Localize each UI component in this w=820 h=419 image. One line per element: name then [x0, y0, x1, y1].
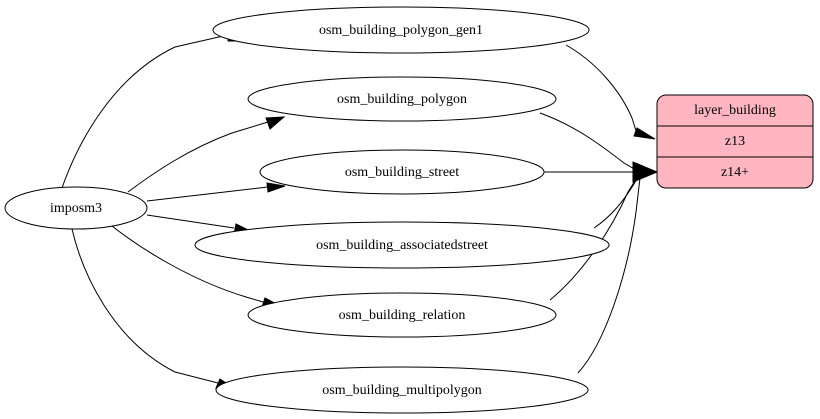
edge-imposm3-to-associatedstreet	[146, 214, 235, 229]
node-osm-building-street-label: osm_building_street	[345, 165, 459, 180]
layer-building-title: layer_building	[694, 103, 776, 118]
edge-group-source-to-tables	[61, 29, 286, 390]
edge-associatedstreet-to-z14plus	[593, 174, 640, 229]
edge-imposm3-to-polygon-gen1	[61, 33, 233, 189]
node-layer-building-box[interactable]	[656, 94, 814, 189]
node-imposm3[interactable]: imposm3	[4, 186, 148, 230]
node-osm-building-associatedstreet-label: osm_building_associatedstreet	[316, 238, 488, 253]
layer-building-row-z13[interactable]: z13	[725, 134, 745, 149]
node-osm-building-multipolygon[interactable]: osm_building_multipolygon	[215, 366, 589, 414]
node-osm-building-street-shape[interactable]	[259, 149, 545, 195]
node-osm-building-multipolygon-shape[interactable]	[215, 366, 589, 414]
node-layer-building[interactable]: layer_building z13 z14+	[656, 94, 814, 189]
edge-multipolygon-to-z14plus	[577, 177, 641, 374]
node-osm-building-associatedstreet-shape[interactable]	[194, 221, 610, 269]
arrowhead-street	[266, 182, 286, 193]
edge-imposm3-to-street	[146, 186, 269, 202]
node-osm-building-associatedstreet[interactable]: osm_building_associatedstreet	[194, 221, 610, 269]
node-osm-building-relation-label: osm_building_relation	[339, 308, 466, 323]
node-osm-building-polygon-shape[interactable]	[247, 76, 557, 122]
edge-imposm3-to-relation	[111, 225, 264, 303]
edge-imposm3-to-multipolygon	[71, 228, 219, 384]
edge-imposm3-to-polygon	[127, 121, 269, 193]
node-imposm3-shape[interactable]	[4, 186, 148, 230]
node-osm-building-polygon-gen1-label: osm_building_polygon_gen1	[319, 23, 483, 38]
node-osm-building-street[interactable]: osm_building_street	[259, 149, 545, 195]
arrowhead-polygon	[265, 116, 286, 130]
edge-polygon-to-z14plus	[539, 112, 637, 171]
edge-polygon-gen1-to-z13	[565, 44, 638, 135]
node-osm-building-relation-shape[interactable]	[247, 292, 557, 338]
node-osm-building-relation[interactable]: osm_building_relation	[247, 292, 557, 338]
node-osm-building-polygon-label: osm_building_polygon	[337, 92, 467, 107]
node-imposm3-label: imposm3	[50, 201, 102, 216]
node-osm-building-polygon-gen1-shape[interactable]	[212, 6, 590, 54]
arrowhead-z13	[633, 127, 656, 140]
layer-building-row-z14plus[interactable]: z14+	[721, 165, 749, 180]
edge-group-tables-to-layer	[539, 44, 659, 374]
node-osm-building-polygon[interactable]: osm_building_polygon	[247, 76, 557, 122]
node-osm-building-multipolygon-label: osm_building_multipolygon	[322, 383, 481, 398]
node-osm-building-polygon-gen1[interactable]: osm_building_polygon_gen1	[212, 6, 590, 54]
arrowhead-z14plus	[632, 161, 659, 183]
